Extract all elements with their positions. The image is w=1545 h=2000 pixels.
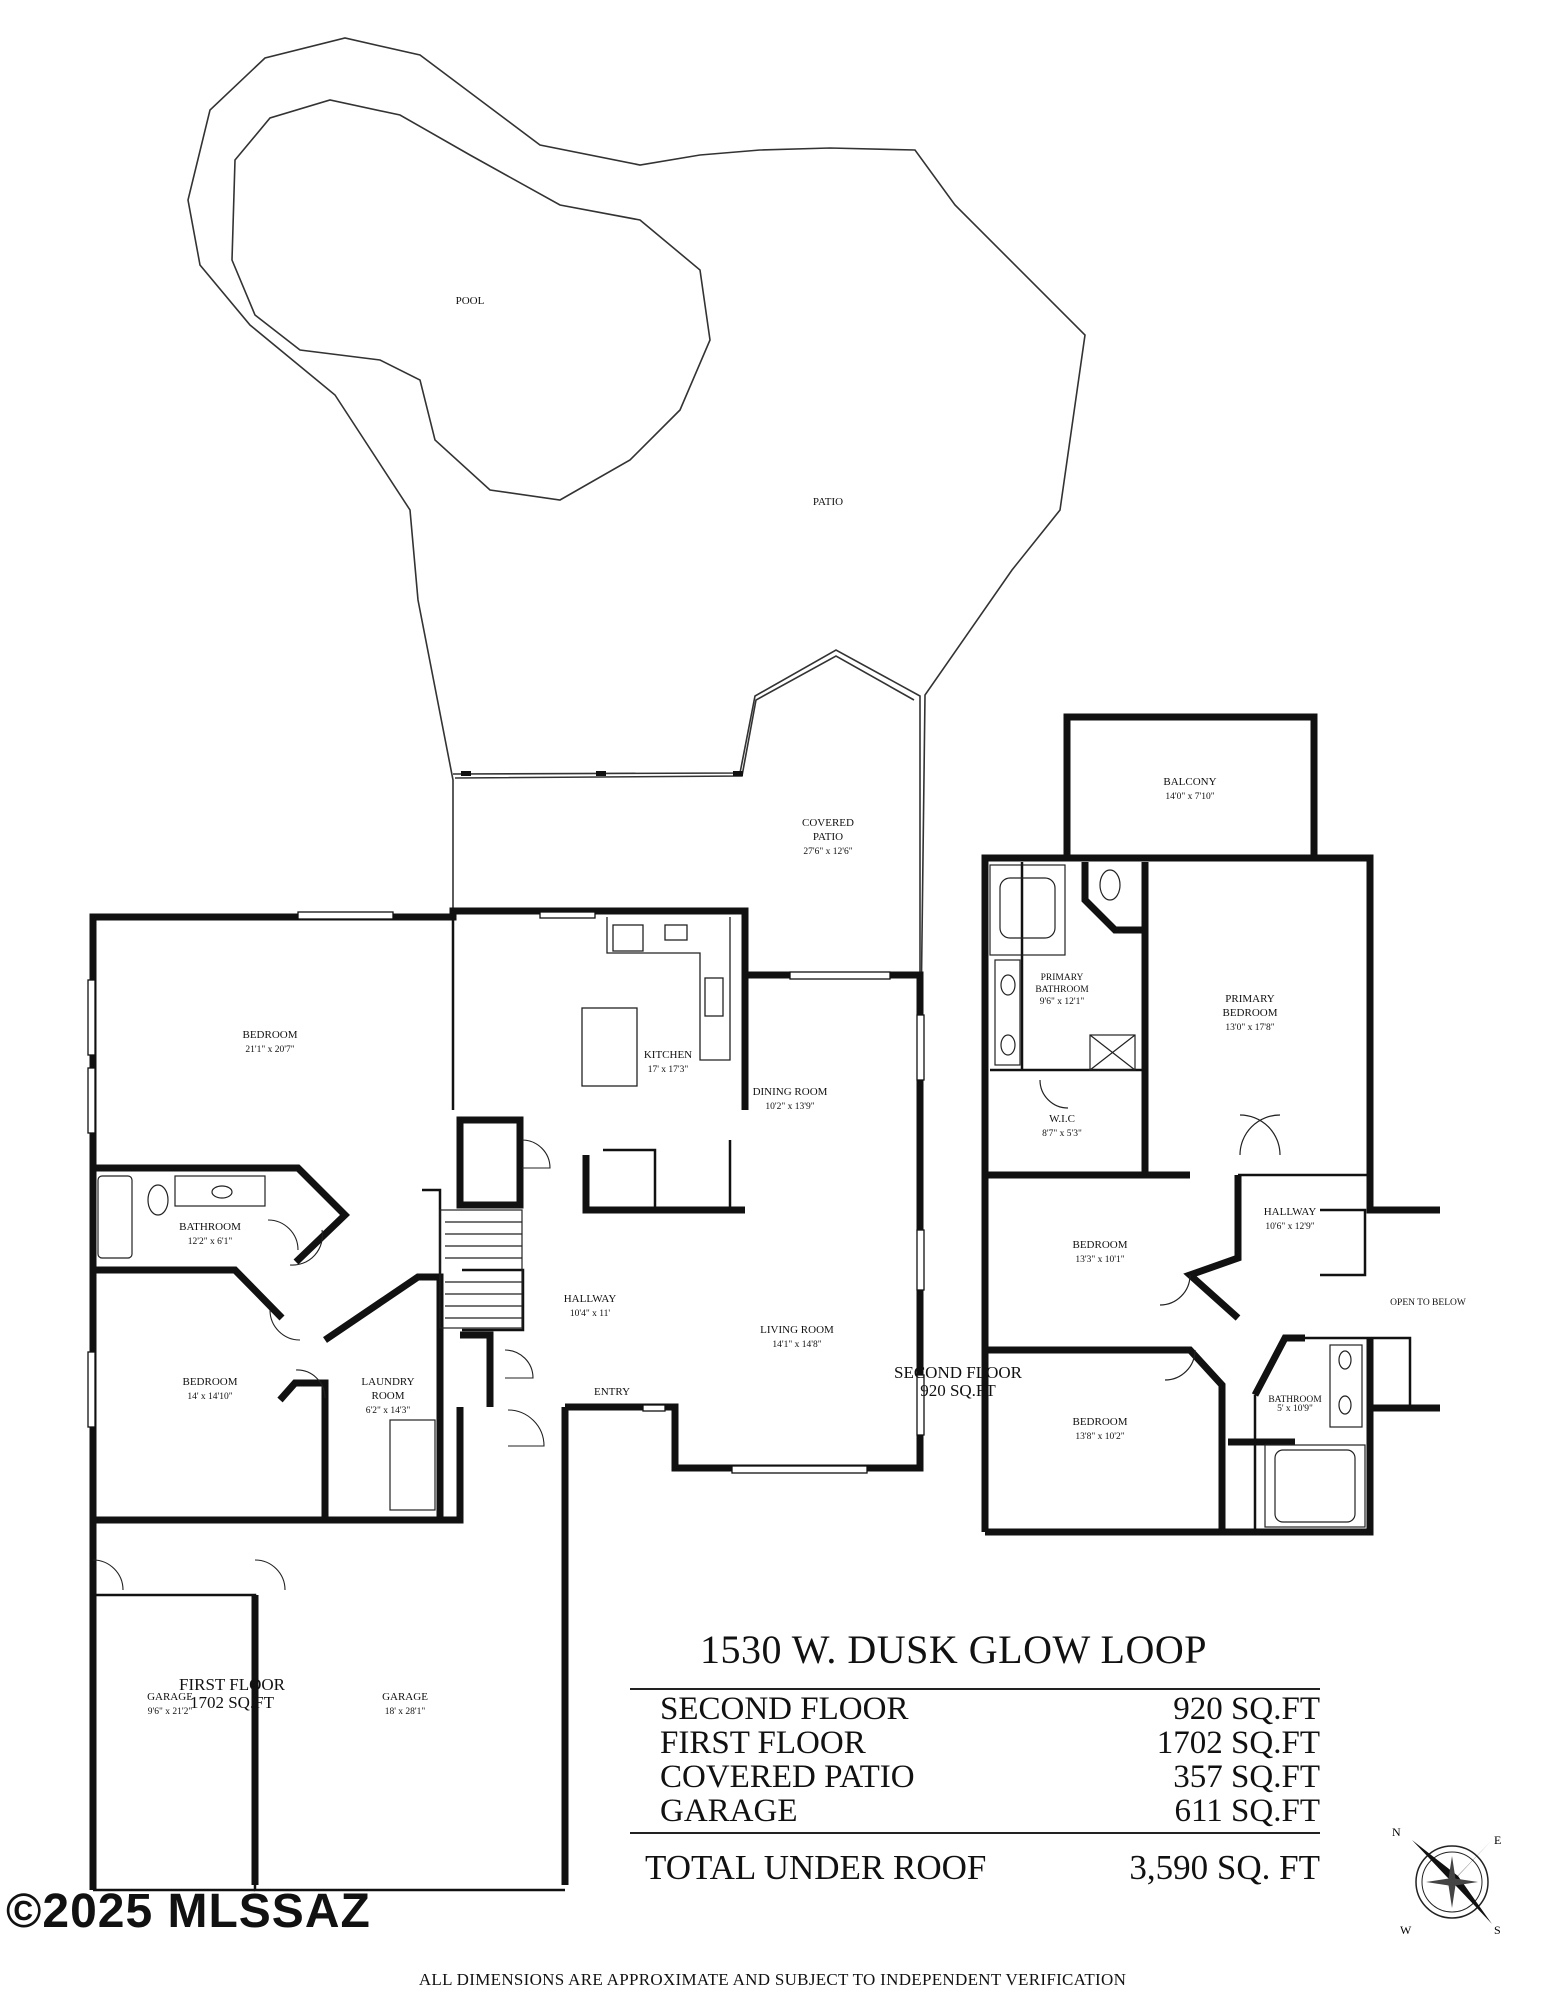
compass-s: S xyxy=(1494,1923,1501,1937)
room-primary-bath-2: BATHROOM xyxy=(1035,985,1089,995)
patio-door-mark xyxy=(596,771,606,776)
windows xyxy=(87,911,925,1474)
second-floor-fixtures xyxy=(989,864,1366,1528)
room-kitchen: KITCHEN xyxy=(644,1049,692,1061)
dim-living: 14'1" x 14'8" xyxy=(772,1340,821,1350)
second-floor-walls xyxy=(981,713,1440,1536)
room-patio: PATIO xyxy=(813,496,843,508)
dim-garage-small: 9'6" x 21'2" xyxy=(148,1707,193,1717)
room-hallway-1: HALLWAY xyxy=(564,1293,617,1305)
copyright-watermark: ©2025 MLSSAZ xyxy=(6,1885,371,1938)
total-row: TOTAL UNDER ROOF 3,590 SQ. FT xyxy=(645,1848,1320,1888)
room-dining: DINING ROOM xyxy=(753,1086,828,1098)
patio-door-mark xyxy=(733,771,743,776)
room-bedroom-2: BEDROOM xyxy=(182,1376,237,1388)
area-label: SECOND FLOOR xyxy=(660,1691,909,1727)
label-entry: ENTRY xyxy=(594,1386,630,1398)
room-hallway-up: HALLWAY xyxy=(1264,1206,1317,1218)
area-row: FIRST FLOOR 1702 SQ.FT xyxy=(660,1726,1320,1760)
dim-primary-bed: 13'0" x 17'8" xyxy=(1225,1023,1274,1033)
room-bedroom-main: BEDROOM xyxy=(242,1029,297,1041)
address-title: 1530 W. DUSK GLOW LOOP xyxy=(700,1627,1207,1672)
label-first-floor-area: 1702 SQ.FT xyxy=(190,1693,275,1712)
label-second-floor: SECOND FLOOR xyxy=(894,1363,1023,1382)
room-bathroom-1: BATHROOM xyxy=(179,1221,241,1233)
dim-bedroom-up1: 13'3" x 10'1" xyxy=(1075,1255,1124,1265)
compass-e: E xyxy=(1494,1833,1501,1847)
label-open-to-below: OPEN TO BELOW xyxy=(1390,1298,1466,1308)
dim-bedroom-main: 21'1" x 20'7" xyxy=(245,1045,294,1055)
label-first-floor: FIRST FLOOR xyxy=(179,1675,286,1694)
bath-fixtures xyxy=(97,1175,436,1511)
room-primary-bath-1: PRIMARY xyxy=(1041,973,1084,983)
room-garage-small: GARAGE xyxy=(147,1691,193,1703)
area-value: 920 SQ.FT xyxy=(1173,1691,1320,1727)
dim-bedroom-2: 14' x 14'10" xyxy=(187,1392,232,1402)
room-living: LIVING ROOM xyxy=(760,1324,834,1336)
room-pool: POOL xyxy=(456,295,485,307)
kitchen-fixtures xyxy=(581,917,731,1087)
room-balcony: BALCONY xyxy=(1163,776,1216,788)
table-top-rule xyxy=(630,1688,1320,1690)
disclaimer: ALL DIMENSIONS ARE APPROXIMATE AND SUBJE… xyxy=(418,1970,1127,1989)
room-wic: W.I.C xyxy=(1049,1113,1075,1125)
room-bedroom-up2: BEDROOM xyxy=(1072,1416,1127,1428)
room-primary-bed-1: PRIMARY xyxy=(1225,993,1275,1005)
area-label: GARAGE xyxy=(660,1793,798,1829)
total-label: TOTAL UNDER ROOF xyxy=(645,1848,987,1887)
first-floor-thin-walls xyxy=(93,917,732,1892)
room-laundry-1: LAUNDRY xyxy=(361,1376,414,1388)
dim-bathroom-1: 12'2" x 6'1" xyxy=(188,1237,233,1247)
room-covered-patio-1: COVERED xyxy=(802,817,854,829)
area-value: 357 SQ.FT xyxy=(1173,1759,1320,1795)
patio-door-mark xyxy=(461,771,471,776)
area-row: COVERED PATIO 357 SQ.FT xyxy=(660,1760,1320,1794)
area-label: COVERED PATIO xyxy=(660,1759,915,1795)
total-value: 3,590 SQ. FT xyxy=(1129,1848,1320,1887)
room-bedroom-up1: BEDROOM xyxy=(1072,1239,1127,1251)
pool-outline xyxy=(231,99,711,501)
area-value: 1702 SQ.FT xyxy=(1156,1725,1320,1761)
dim-bathroom-up: 5' x 10'9" xyxy=(1277,1404,1313,1414)
compass-w: W xyxy=(1400,1923,1412,1937)
area-table: SECOND FLOOR 920 SQ.FT FIRST FLOOR 1702 SQ… xyxy=(660,1692,1320,1828)
room-laundry-2: ROOM xyxy=(371,1390,404,1402)
compass-rose-icon: N E S W xyxy=(1392,1825,1501,1937)
table-bottom-rule xyxy=(630,1832,1320,1834)
dim-kitchen: 17' x 17'3" xyxy=(648,1065,689,1075)
room-garage-big: GARAGE xyxy=(382,1691,428,1703)
area-row: SECOND FLOOR 920 SQ.FT xyxy=(660,1692,1320,1726)
dim-laundry: 6'2" x 14'3" xyxy=(366,1406,411,1416)
second-floor-thin-walls xyxy=(990,862,1412,1532)
dim-covered-patio: 27'6" x 12'6" xyxy=(803,847,852,857)
patio-outline xyxy=(187,37,1086,1101)
room-covered-patio-2: PATIO xyxy=(813,831,843,843)
dim-balcony: 14'0" x 7'10" xyxy=(1165,792,1214,802)
dim-dining: 10'2" x 13'9" xyxy=(765,1102,814,1112)
room-labels: POOL PATIO COVERED PATIO 27'6" x 12'6" B… xyxy=(147,295,1466,1717)
door-swings xyxy=(92,1139,551,1591)
covered-patio-outline xyxy=(452,649,921,975)
compass-n: N xyxy=(1392,1825,1401,1839)
dim-hallway-up: 10'6" x 12'9" xyxy=(1265,1222,1314,1232)
area-label: FIRST FLOOR xyxy=(660,1725,866,1761)
label-second-floor-area: 920 SQ.FT xyxy=(920,1381,996,1400)
room-bathroom-up: BATHROOM xyxy=(1268,1395,1322,1405)
dim-wic: 8'7" x 5'3" xyxy=(1042,1129,1082,1139)
stairs xyxy=(439,1209,523,1329)
dim-primary-bath: 9'6" x 12'1" xyxy=(1040,997,1085,1007)
dim-garage-big: 18' x 28'1" xyxy=(385,1707,426,1717)
area-row: GARAGE 611 SQ.FT xyxy=(660,1794,1320,1828)
area-value: 611 SQ.FT xyxy=(1174,1793,1320,1829)
room-primary-bed-2: BEDROOM xyxy=(1222,1007,1277,1019)
dim-bedroom-up2: 13'8" x 10'2" xyxy=(1075,1432,1124,1442)
dim-hallway-1: 10'4" x 11' xyxy=(570,1309,610,1319)
